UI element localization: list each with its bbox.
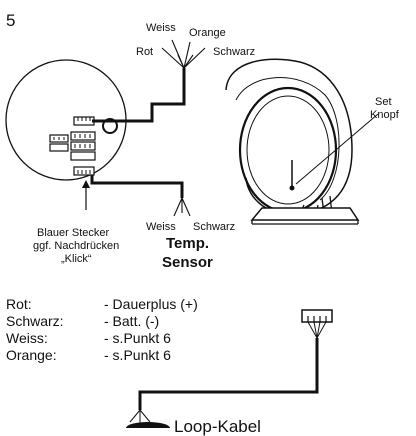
- power-cable: [92, 68, 186, 123]
- label-temp: Temp.: [166, 235, 210, 252]
- loop-plug-body: [126, 422, 170, 428]
- loop-wire-fan: [307, 321, 327, 339]
- legend-key-orange: Orange:: [6, 347, 57, 363]
- label-weiss-top: Weiss: [146, 22, 176, 34]
- gauge-instrument: [225, 58, 360, 225]
- label-rot: Rot: [136, 46, 154, 58]
- legend-value-schwarz: - Batt. (-): [104, 313, 160, 329]
- label-loop-kabel: Loop-Kabel: [174, 417, 261, 436]
- label-schwarz-sensor: Schwarz: [193, 221, 236, 233]
- set-knopf-leader: [295, 113, 379, 185]
- sensor-wire-fan: [173, 197, 191, 217]
- label-nachdruecken: ggf. Nachdrücken: [33, 240, 120, 252]
- legend-key-rot: Rot:: [6, 296, 32, 312]
- mounting-hole: [102, 118, 118, 134]
- label-set: Set: [375, 96, 392, 108]
- legend-key-weiss: Weiss:: [6, 330, 48, 346]
- step-number: 5: [6, 11, 16, 30]
- label-schwarz-top: Schwarz: [213, 46, 256, 58]
- upper-connector: [73, 116, 95, 126]
- legend-value-rot: - Dauerplus (+): [104, 296, 198, 312]
- temp-sensor-cable: [90, 175, 184, 198]
- loop-cable: [138, 338, 319, 410]
- connector-cluster: [49, 131, 96, 176]
- label-klick: „Klick“: [61, 253, 92, 265]
- power-wire-fan: [161, 39, 206, 69]
- label-knopf: Knopf: [370, 109, 399, 121]
- legend-value-weiss: - s.Punkt 6: [104, 330, 171, 346]
- label-weiss-sensor: Weiss: [146, 221, 176, 233]
- loop-connector: [301, 309, 333, 323]
- legend-value-orange: - s.Punkt 6: [104, 347, 171, 363]
- label-blauer-stecker: Blauer Stecker: [37, 227, 110, 239]
- label-sensor: Sensor: [162, 254, 213, 271]
- label-orange: Orange: [189, 27, 226, 39]
- legend-key-schwarz: Schwarz:: [6, 313, 64, 329]
